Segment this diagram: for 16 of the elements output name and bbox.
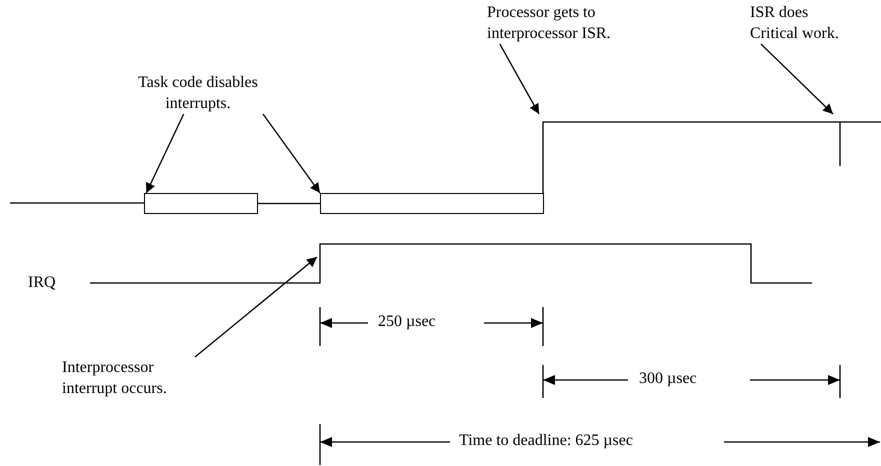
timing-box	[320, 193, 544, 214]
leader-arrow	[146, 114, 184, 194]
annotation-text: Task code disables interrupts.	[133, 72, 263, 114]
leader-arrow	[262, 114, 321, 194]
leader-arrow	[194, 256, 318, 358]
leader-arrow	[760, 44, 834, 114]
duration-label: Time to deadline: 625 µsec	[459, 431, 633, 451]
annotation-text: Interprocessor interrupt occurs.	[62, 357, 202, 399]
signal-name: IRQ	[28, 273, 56, 293]
duration-label: 300 µsec	[639, 369, 697, 389]
timing-box	[144, 193, 258, 214]
duration-label: 250 µsec	[378, 312, 436, 332]
annotation-text: Processor gets to interprocessor ISR.	[487, 2, 647, 44]
annotation-text: ISR does Critical work.	[750, 2, 860, 44]
signal-line	[258, 202, 320, 204]
leader-arrow	[499, 44, 540, 114]
